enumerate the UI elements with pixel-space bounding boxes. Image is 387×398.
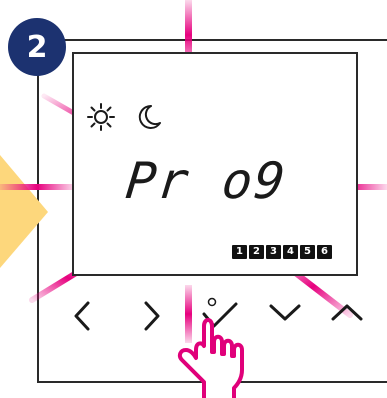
chevron-right-icon[interactable]	[140, 300, 164, 332]
day-indicator: 6	[317, 245, 332, 259]
day-indicator: 4	[283, 245, 298, 259]
chevron-left-icon[interactable]	[70, 300, 94, 332]
flash-ray	[0, 184, 74, 190]
day-indicators: 1 2 3 4 5 6	[232, 245, 332, 259]
step-number-badge: 2	[8, 18, 66, 76]
moon-icon	[138, 104, 161, 129]
chevron-down-icon[interactable]	[268, 300, 302, 324]
flash-ray	[185, 285, 192, 343]
lcd-display: Pr o9 1 2 3 4 5 6	[72, 52, 358, 276]
mode-text: Pr o9	[122, 152, 290, 210]
day-indicator: 2	[249, 245, 264, 259]
flash-ray	[185, 0, 192, 70]
day-indicator: 3	[266, 245, 281, 259]
chevron-up-icon[interactable]	[330, 300, 364, 324]
sun-icon	[87, 103, 115, 131]
pointing-hand-icon	[177, 318, 244, 398]
day-indicator: 5	[300, 245, 315, 259]
day-indicator: 1	[232, 245, 247, 259]
arrow-pointer-icon	[0, 155, 48, 268]
